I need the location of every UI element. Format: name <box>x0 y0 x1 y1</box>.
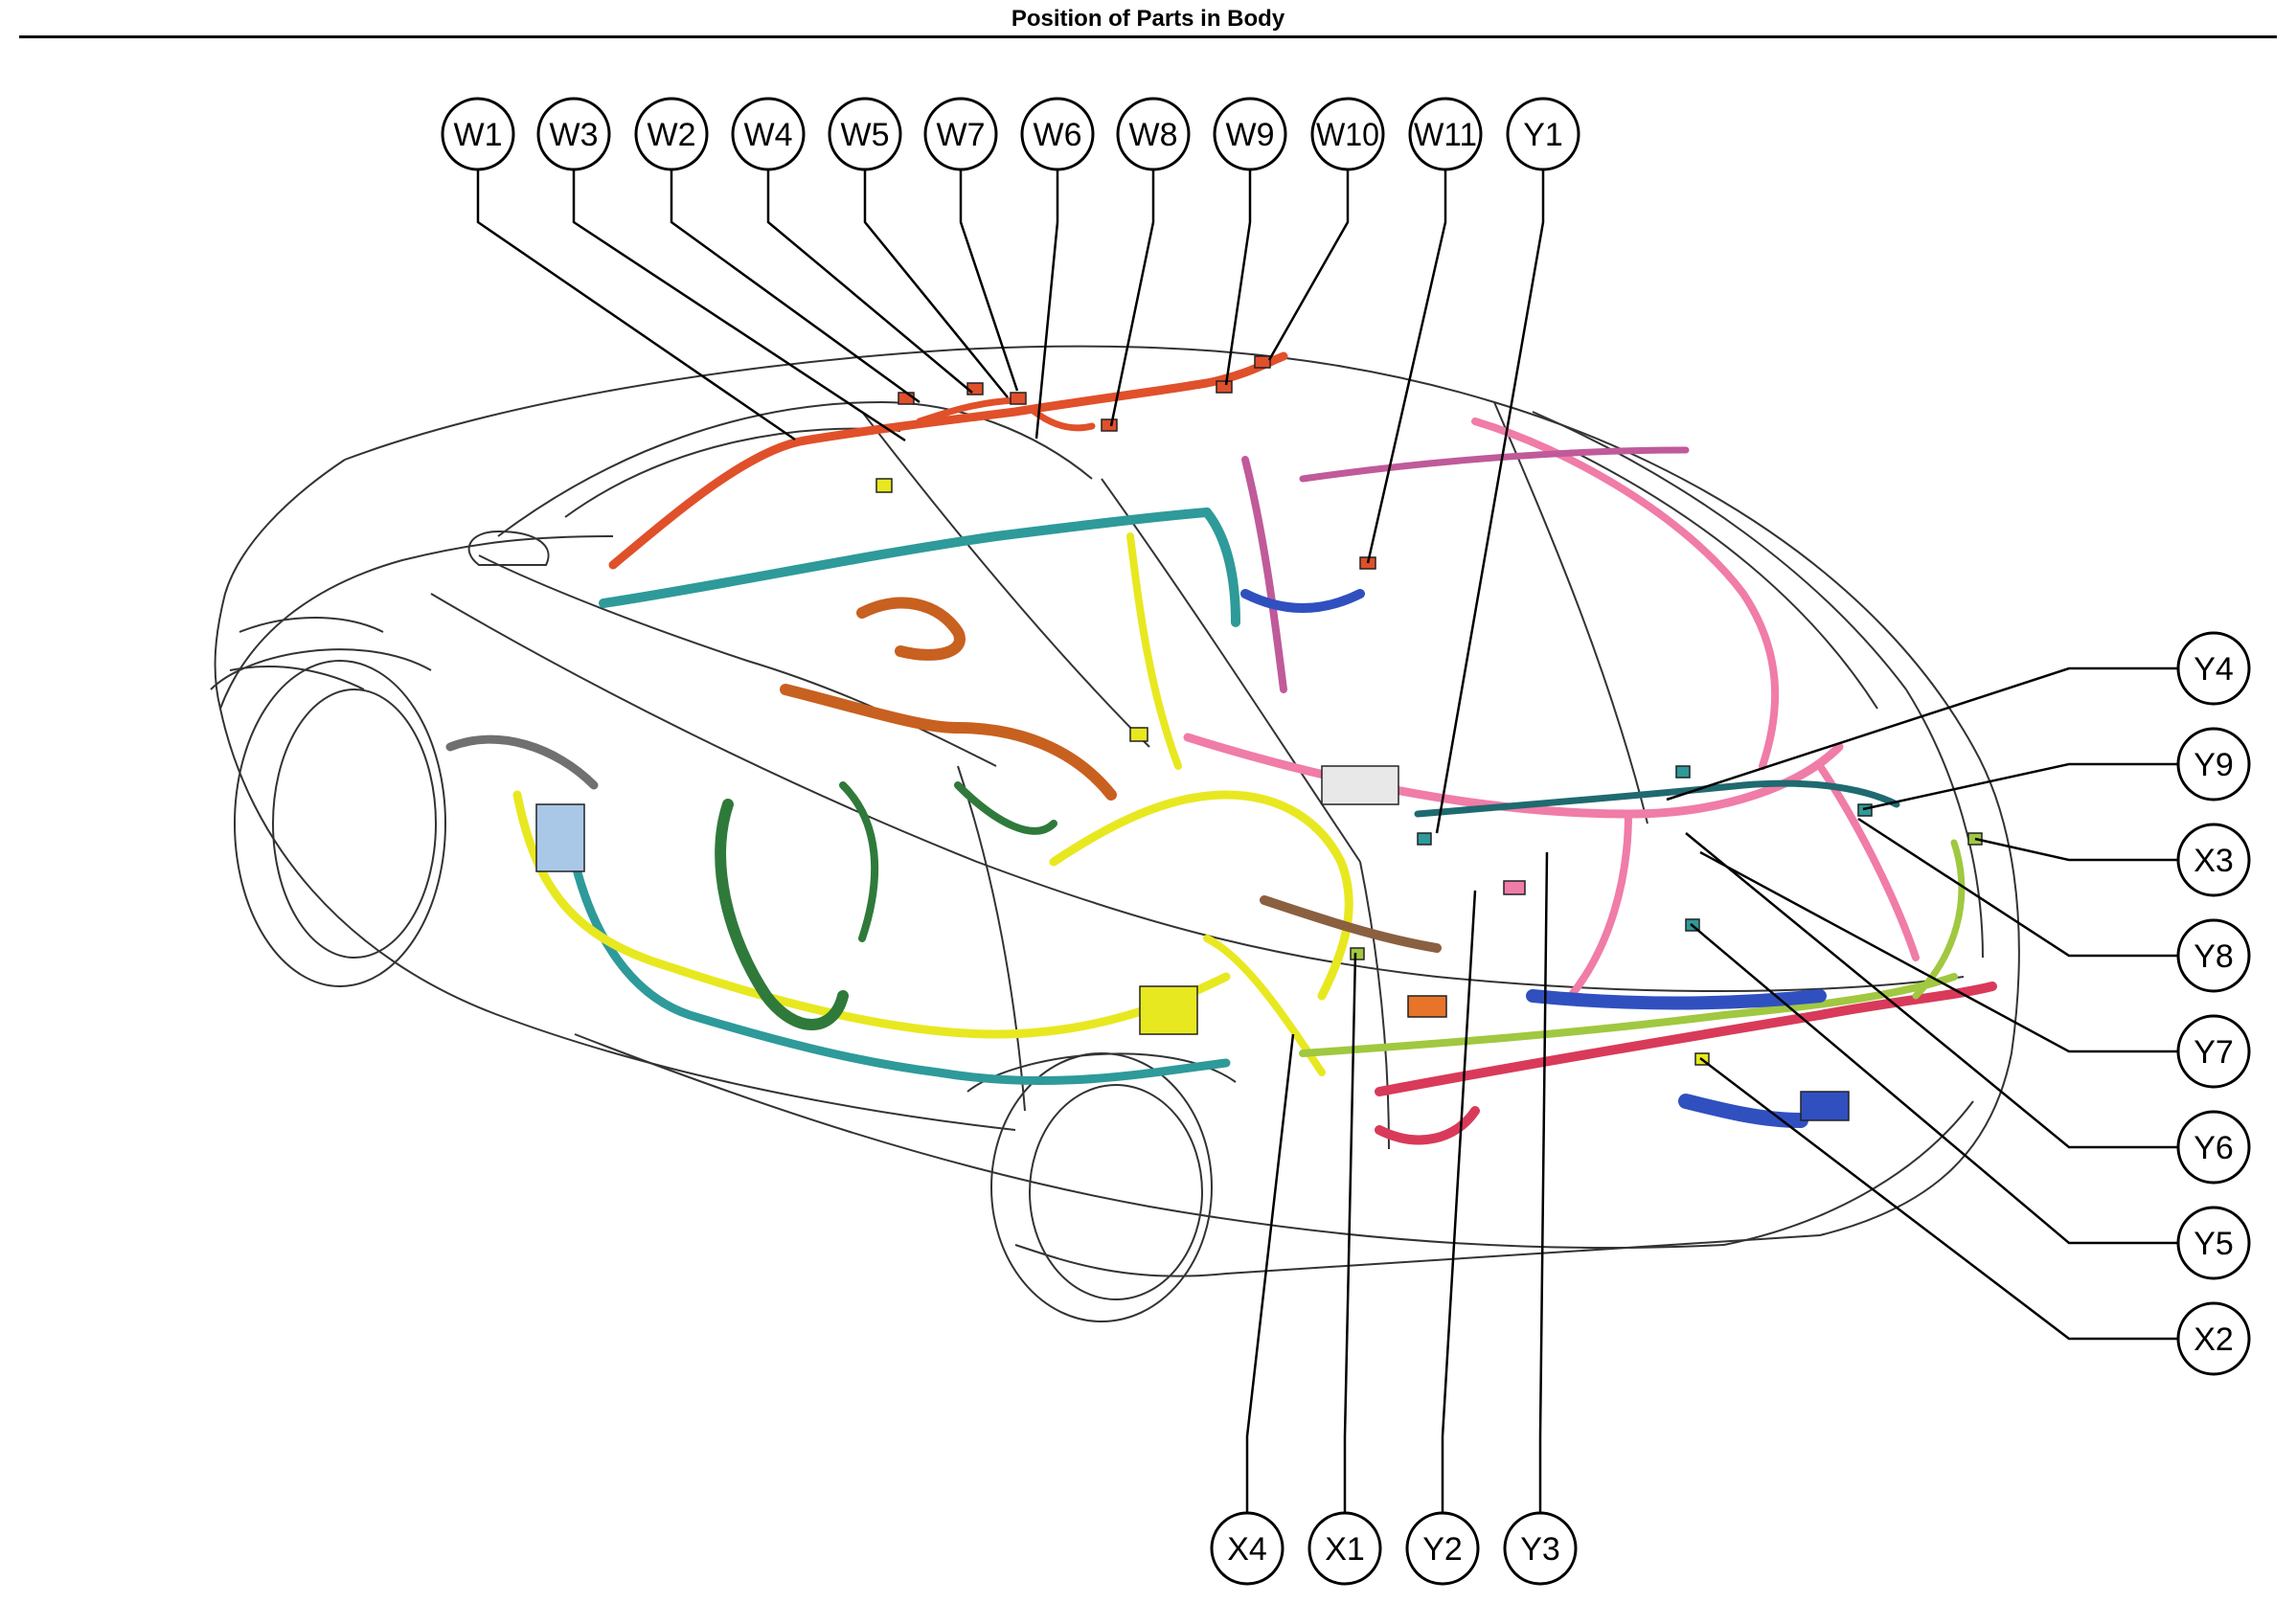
callout-w2-circle <box>634 97 709 171</box>
car-body-outline <box>214 345 2020 1277</box>
leader-lines <box>476 162 2177 1513</box>
callout-w5-circle <box>828 97 902 171</box>
callout-y9-circle <box>2176 727 2251 802</box>
callout-y5: Y5 <box>2194 1226 2234 1262</box>
callout-w1-circle <box>441 97 515 171</box>
callout-x3-circle <box>2176 823 2251 897</box>
callout-y6-circle <box>2176 1110 2251 1185</box>
callout-w7-circle <box>923 97 998 171</box>
callout-x3: X3 <box>2194 843 2234 879</box>
callout-labels: W1 W3 W2 W4 W5 W7 W6 W8 W9 W10 W11 Y1 Y4… <box>454 117 2234 1568</box>
callout-w10-circle <box>1310 97 1385 171</box>
callout-y8-circle <box>2176 918 2251 993</box>
callout-x2: X2 <box>2194 1321 2234 1358</box>
callout-y8: Y8 <box>2194 938 2234 975</box>
callout-y6: Y6 <box>2194 1130 2234 1166</box>
wheel-rear <box>966 1052 1237 1322</box>
callout-w3: W3 <box>550 117 599 153</box>
page-title: Position of Parts in Body <box>1011 6 1285 32</box>
callout-w6: W6 <box>1034 117 1082 153</box>
callout-w6-circle <box>1020 97 1095 171</box>
callout-y4-circle <box>2176 631 2251 706</box>
callout-y7-circle <box>2176 1014 2251 1089</box>
wheel-front <box>210 648 446 987</box>
callout-w9: W9 <box>1226 117 1275 153</box>
connector-blocks <box>535 355 1983 1121</box>
title-rule <box>19 35 2277 38</box>
callout-w4: W4 <box>744 117 793 153</box>
callout-w1: W1 <box>454 117 503 153</box>
callout-w2: W2 <box>648 117 696 153</box>
callout-w3-circle <box>536 97 611 171</box>
callout-y4: Y4 <box>2194 651 2234 688</box>
callout-w8-circle <box>1116 97 1191 171</box>
callout-y3-circle <box>1503 1511 1578 1586</box>
callout-w10: W10 <box>1316 117 1379 153</box>
callout-w11-circle <box>1408 97 1483 171</box>
callout-y9: Y9 <box>2194 747 2234 783</box>
callout-y3: Y3 <box>1520 1531 1560 1568</box>
callout-w9-circle <box>1213 97 1287 171</box>
callout-y2: Y2 <box>1422 1531 1463 1568</box>
callout-x4-circle <box>1210 1511 1284 1586</box>
callout-w4-circle <box>731 97 806 171</box>
callout-y1-circle <box>1506 97 1580 171</box>
callout-x4: X4 <box>1227 1531 1267 1568</box>
callout-y7: Y7 <box>2194 1034 2234 1071</box>
callout-x1-circle <box>1307 1511 1382 1586</box>
callout-w8: W8 <box>1129 117 1178 153</box>
callout-x1: X1 <box>1325 1531 1365 1568</box>
callout-y1: Y1 <box>1523 117 1563 153</box>
callout-y2-circle <box>1405 1511 1480 1586</box>
callout-w7: W7 <box>937 117 986 153</box>
wiring-harnesses <box>445 351 1997 1145</box>
callout-x2-circle <box>2176 1301 2251 1376</box>
callout-w5: W5 <box>841 117 890 153</box>
callout-w11: W11 <box>1414 117 1477 153</box>
callout-y5-circle <box>2176 1206 2251 1280</box>
callout-bubbles <box>441 97 2251 1586</box>
